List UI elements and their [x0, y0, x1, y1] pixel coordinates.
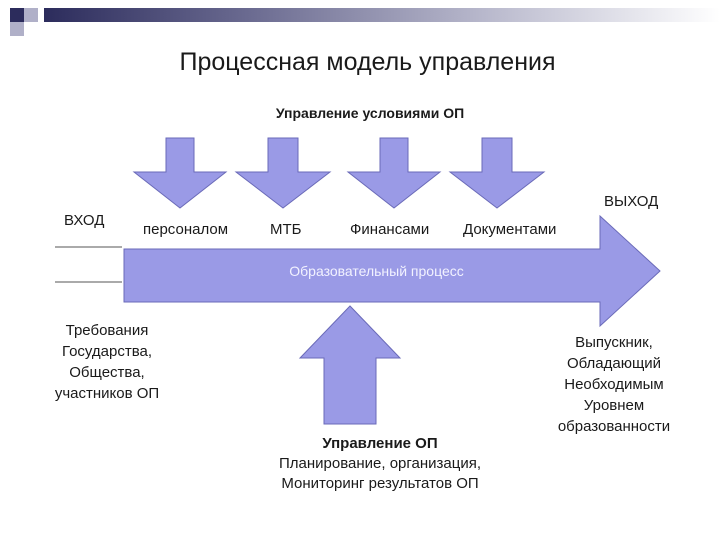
- graduate-line: Уровнем: [583, 397, 645, 414]
- graduate-line: Обладающий: [566, 355, 662, 372]
- deco-square: [24, 8, 38, 22]
- top-heading: Управление условиями ОП: [275, 105, 465, 121]
- resource-arrow-down: [234, 137, 332, 209]
- requirements-block: Требования Государства, Общества, участн…: [36, 320, 178, 404]
- requirements-line: Требования: [65, 322, 149, 339]
- resource-label-personnel: персоналом: [143, 221, 229, 238]
- output-label: ВЫХОД: [604, 193, 659, 210]
- management-line: Планирование, организация,: [278, 455, 482, 472]
- page-title: Процессная модель управления: [179, 48, 556, 76]
- input-label: ВХОД: [64, 212, 105, 229]
- resource-arrow-down: [132, 137, 228, 209]
- graduate-block: Выпускник, Обладающий Необходимым Уровне…: [528, 332, 700, 437]
- management-block: Управление ОП Планирование, организация,…: [240, 434, 520, 494]
- requirements-line: участников ОП: [54, 385, 160, 402]
- graduate-line: образованности: [557, 418, 671, 435]
- management-arrow-up: [298, 305, 402, 425]
- resource-label-finance: Финансами: [350, 221, 430, 238]
- resource-arrow-down: [448, 137, 546, 209]
- header-gradient-bar: [44, 8, 720, 22]
- requirements-line: Общества,: [69, 364, 145, 381]
- resource-label-mtb: МТБ: [270, 221, 302, 238]
- deco-square: [10, 22, 24, 36]
- process-arrow: [123, 214, 661, 328]
- management-heading: Управление ОП: [322, 435, 438, 452]
- requirements-line: Государства,: [61, 343, 153, 360]
- management-line: Мониторинг результатов ОП: [281, 475, 479, 492]
- deco-square: [24, 22, 38, 36]
- resource-arrow-down: [346, 137, 442, 209]
- graduate-line: Необходимым: [564, 376, 664, 393]
- process-label: Образовательный процесс: [289, 263, 464, 279]
- graduate-line: Выпускник,: [575, 334, 653, 351]
- deco-square: [10, 8, 24, 22]
- resource-label-documents: Документами: [463, 221, 557, 238]
